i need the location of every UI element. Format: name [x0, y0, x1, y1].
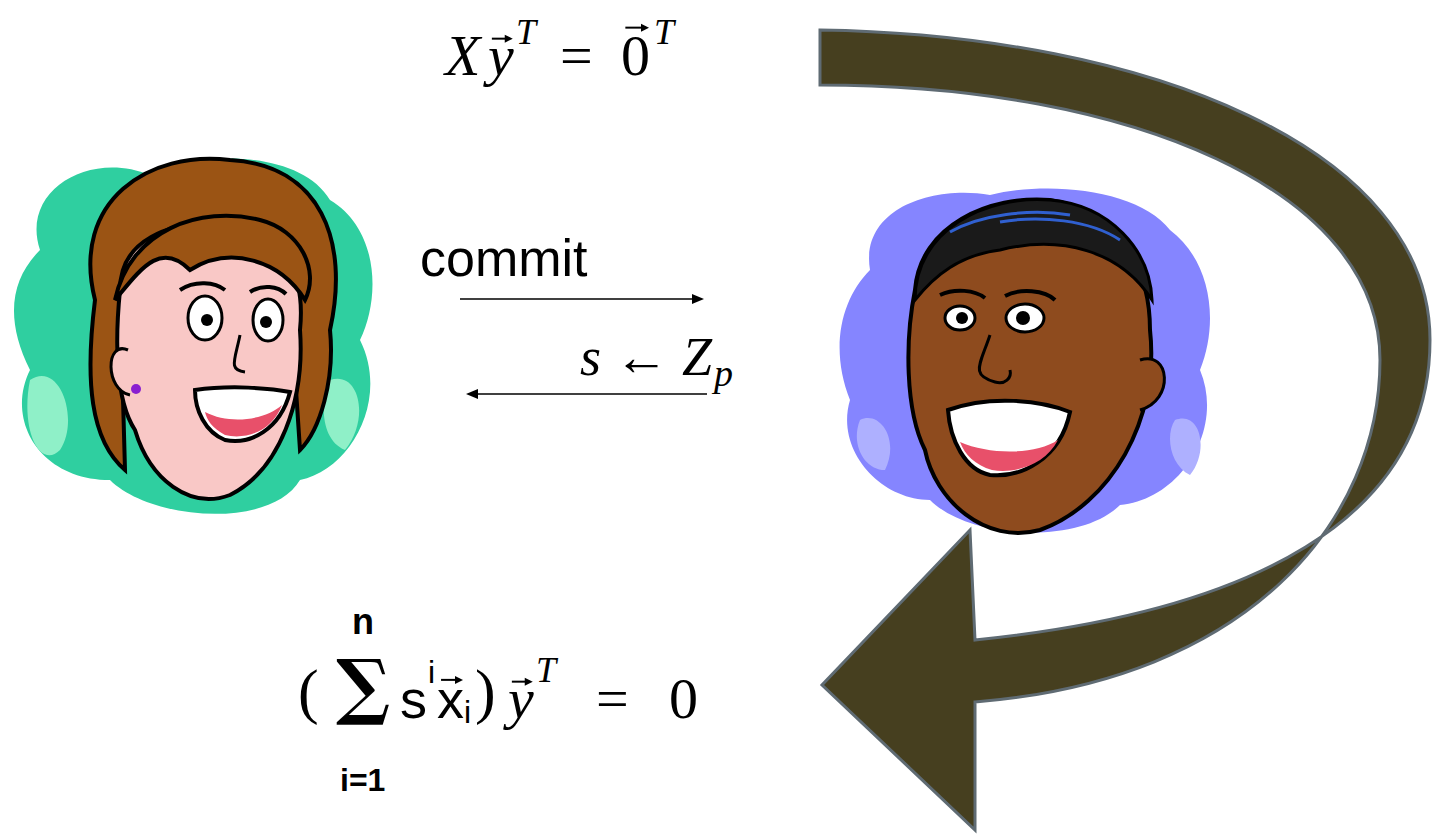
- math-label: 0: [621, 27, 650, 85]
- arrow-head: [692, 294, 704, 304]
- math-label: ): [475, 660, 496, 722]
- math-label: i: [464, 696, 471, 728]
- man-face: [840, 188, 1210, 533]
- math-label: T: [654, 14, 674, 50]
- math-label: (: [298, 660, 319, 722]
- woman-face: [14, 159, 373, 514]
- math-label: =: [560, 27, 593, 85]
- math-label: s: [400, 672, 427, 726]
- math-label: 0: [669, 670, 698, 728]
- math-label: i: [428, 656, 435, 688]
- math-label: p: [714, 354, 733, 392]
- arrow-head: [466, 389, 478, 399]
- math-label: T: [516, 14, 536, 50]
- math-label: X: [445, 27, 480, 85]
- message-arrow: [460, 298, 696, 300]
- math-label: n: [352, 604, 374, 640]
- math-label: i=1: [340, 764, 385, 796]
- curved-arrow: [820, 30, 1430, 830]
- message-arrow: [475, 393, 707, 395]
- math-label: =: [596, 670, 629, 728]
- math-label: y: [508, 670, 534, 728]
- math-label: x: [437, 672, 464, 726]
- math-label: T: [536, 652, 556, 688]
- math-label: y: [488, 27, 514, 85]
- math-label: s ← Z: [580, 330, 712, 384]
- math-label: commit: [420, 232, 588, 284]
- math-label: ∑: [336, 650, 390, 722]
